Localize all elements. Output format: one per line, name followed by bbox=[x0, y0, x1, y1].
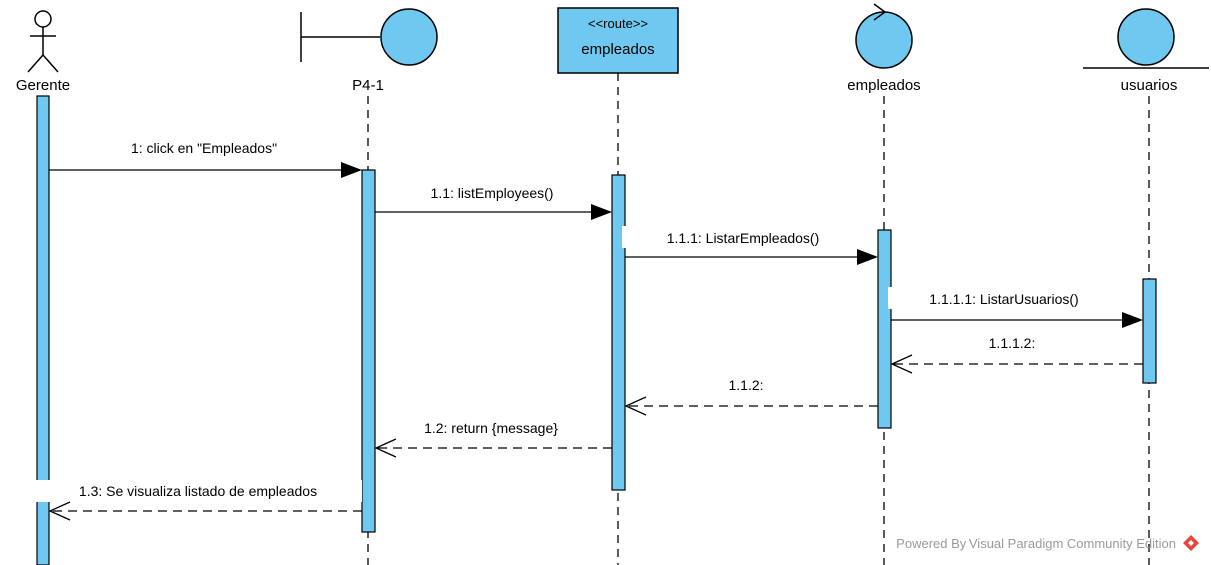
activation-p4-1 bbox=[361, 169, 376, 533]
activation-gerente bbox=[36, 95, 50, 565]
message-1-1 bbox=[375, 204, 612, 220]
activation-control-empleados bbox=[877, 229, 892, 429]
return-1-3 bbox=[36, 480, 362, 521]
message-label: 1.1.2: bbox=[728, 377, 763, 393]
message-label: 1.1.1.2: bbox=[989, 335, 1036, 351]
activation-usuarios bbox=[1142, 278, 1157, 384]
participant-label-control: empleados bbox=[847, 77, 920, 94]
participant-stereotype-route: <<route>> bbox=[588, 16, 648, 31]
message-label: 1.1: listEmployees() bbox=[431, 185, 554, 201]
boundary-icon bbox=[300, 8, 438, 66]
message-label: 1.3: Se visualiza listado de empleados bbox=[79, 483, 317, 499]
message-label: 1.1.1: ListarEmpleados() bbox=[667, 230, 820, 246]
message-1-1-1-1 bbox=[888, 287, 1143, 328]
message-1-1-1 bbox=[622, 226, 878, 265]
return-1-1-1-2 bbox=[890, 354, 1143, 374]
participant-label-p4-1: P4-1 bbox=[352, 77, 384, 94]
control-icon bbox=[855, 3, 913, 69]
actor-icon bbox=[27, 10, 59, 73]
watermark-text: Powered By Visual Paradigm Community Edi… bbox=[896, 536, 1176, 551]
message-label: 1: click en "Empleados" bbox=[131, 140, 277, 156]
participant-label-usuarios: usuarios bbox=[1121, 77, 1178, 94]
return-1-2 bbox=[374, 438, 612, 458]
activation-route-empleados bbox=[611, 174, 626, 491]
message-1 bbox=[49, 162, 362, 178]
return-1-1-2 bbox=[624, 396, 878, 416]
participant-label-gerente: Gerente bbox=[16, 77, 70, 94]
entity-icon bbox=[1083, 8, 1209, 69]
visual-paradigm-logo-icon bbox=[1183, 535, 1199, 551]
message-label: 1.1.1.1: ListarUsuarios() bbox=[929, 291, 1078, 307]
participant-label-route: empleados bbox=[581, 41, 654, 58]
route-class-box bbox=[557, 7, 679, 74]
message-label: 1.2: return {message} bbox=[424, 420, 558, 436]
